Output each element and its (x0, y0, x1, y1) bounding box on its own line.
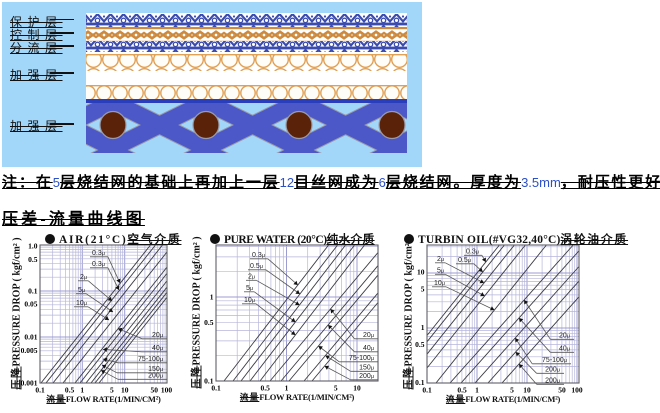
svg-text:10μ: 10μ (76, 300, 87, 307)
svg-text:0.001: 0.001 (21, 379, 38, 388)
svg-text:0.5: 0.5 (261, 384, 271, 393)
svg-text:2μ: 2μ (248, 273, 255, 280)
svg-text:10: 10 (353, 384, 361, 393)
svg-text:10μ: 10μ (434, 280, 445, 287)
svg-text:0.5μ: 0.5μ (458, 257, 471, 264)
svg-text:1: 1 (210, 293, 214, 302)
svg-text:5: 5 (334, 384, 338, 393)
svg-text:5μ: 5μ (78, 287, 85, 294)
svg-text:10: 10 (417, 268, 425, 277)
svg-text:5μ: 5μ (437, 267, 444, 274)
svg-text:10: 10 (523, 386, 531, 395)
svg-text:150μ: 150μ (148, 366, 163, 373)
svg-text:0.5: 0.5 (204, 318, 214, 327)
svg-text:5: 5 (110, 386, 114, 395)
svg-text:20μ: 20μ (559, 332, 570, 339)
svg-text:1: 1 (285, 384, 289, 393)
svg-text:40μ: 40μ (152, 345, 163, 352)
svg-text:0.5: 0.5 (28, 255, 38, 264)
svg-text:0.1: 0.1 (415, 378, 425, 387)
svg-text:0.3μ: 0.3μ (92, 250, 105, 257)
svg-text:200μ: 200μ (148, 372, 163, 379)
svg-text:75-100μ: 75-100μ (138, 356, 163, 363)
svg-text:0.5: 0.5 (415, 340, 425, 349)
svg-text:0.3μ: 0.3μ (466, 248, 479, 255)
svg-text:0.3μ: 0.3μ (92, 261, 105, 268)
svg-text:0.3μ: 0.3μ (252, 252, 265, 259)
svg-text:20μ: 20μ (152, 332, 163, 339)
svg-text:200μ: 200μ (545, 377, 560, 384)
svg-text:1: 1 (421, 323, 425, 332)
svg-text:0.1: 0.1 (204, 377, 214, 386)
svg-text:20μ: 20μ (363, 332, 374, 339)
svg-text:1: 1 (80, 386, 84, 395)
svg-text:0.1: 0.1 (28, 287, 38, 296)
svg-text:0.5: 0.5 (65, 386, 75, 395)
svg-text:50: 50 (558, 386, 566, 395)
svg-text:75-100μ: 75-100μ (542, 357, 567, 364)
svg-text:0.01: 0.01 (24, 333, 37, 342)
svg-text:10: 10 (121, 386, 129, 395)
svg-text:0.1: 0.1 (35, 386, 45, 395)
svg-text:5μ: 5μ (246, 285, 253, 292)
svg-text:10μ: 10μ (244, 297, 255, 304)
svg-text:0.1: 0.1 (422, 386, 432, 395)
svg-text:5: 5 (510, 386, 514, 395)
svg-text:40μ: 40μ (559, 345, 570, 352)
svg-text:0.1: 0.1 (211, 384, 221, 393)
svg-text:1.0: 1.0 (28, 242, 38, 251)
svg-text:50: 50 (151, 386, 159, 395)
svg-text:100: 100 (571, 386, 583, 395)
svg-text:1: 1 (475, 386, 479, 395)
svg-text:0.5μ: 0.5μ (250, 263, 263, 270)
svg-text:200μ: 200μ (545, 366, 560, 373)
svg-text:150μ: 150μ (359, 364, 374, 371)
svg-text:2μ: 2μ (80, 274, 87, 281)
svg-text:0.005: 0.005 (21, 346, 38, 355)
svg-text:75-100μ: 75-100μ (349, 355, 374, 362)
svg-text:5: 5 (421, 285, 425, 294)
svg-text:0.05: 0.05 (24, 300, 37, 309)
svg-text:200μ: 200μ (359, 373, 374, 380)
svg-text:100: 100 (161, 386, 173, 395)
svg-text:40μ: 40μ (363, 345, 374, 352)
svg-text:2μ: 2μ (437, 256, 444, 263)
svg-text:0.5: 0.5 (457, 386, 467, 395)
